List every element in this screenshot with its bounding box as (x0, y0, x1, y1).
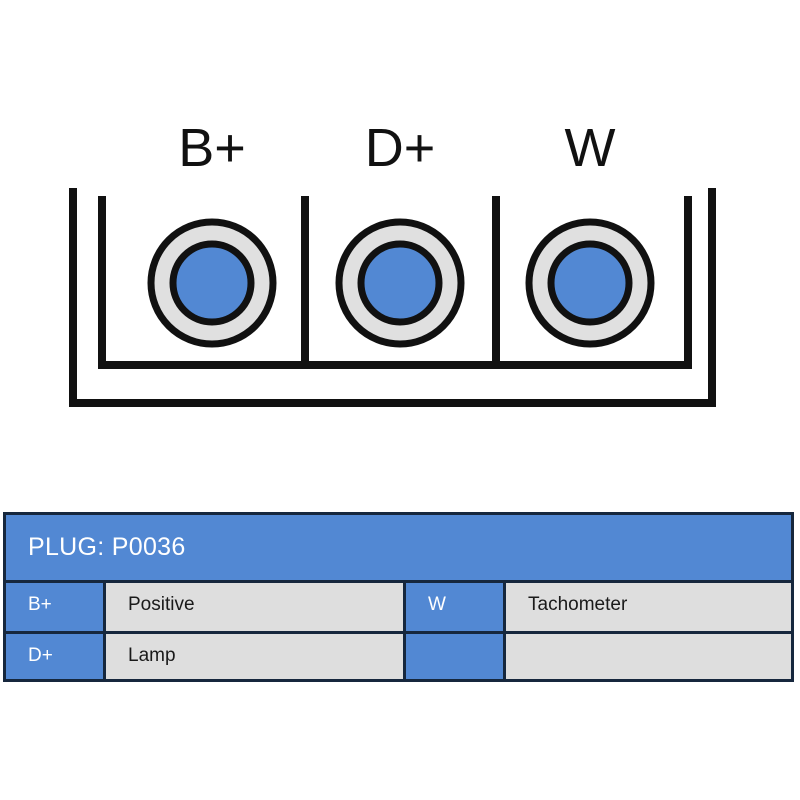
pin-label-row: B+ D+ W (0, 112, 800, 184)
pin-center-b-plus (169, 240, 255, 326)
pin-label-b-plus: B+ (178, 118, 246, 178)
pin-key-d-plus: D+ (6, 631, 103, 679)
pin-key-w: W (406, 583, 503, 631)
pin-center-w (547, 240, 633, 326)
table-row: B+ Positive W Tachometer (6, 583, 791, 631)
pin-key-empty (406, 631, 503, 679)
connector-housing-svg (69, 188, 716, 407)
pin-label-d-plus: D+ (364, 118, 436, 178)
pin-socket-d-plus (335, 218, 465, 348)
pin-socket-b-plus (147, 218, 277, 348)
pinout-table: PLUG: P0036 B+ Positive W Tachometer D+ … (3, 512, 794, 682)
pin-function-w: Tachometer (503, 583, 791, 631)
connector-diagram: B+ D+ W (0, 112, 800, 407)
inner-housing-shell (98, 196, 692, 369)
plug-header: PLUG: P0036 (6, 515, 791, 583)
pin-socket-w (525, 218, 655, 348)
table-row: D+ Lamp (6, 631, 791, 679)
outer-housing-shell (69, 188, 716, 407)
pin-function-b-plus: Positive (103, 583, 406, 631)
pin-label-w: W (564, 118, 616, 178)
pin-function-d-plus: Lamp (103, 631, 406, 679)
pin-center-d-plus (357, 240, 443, 326)
pin-function-empty (503, 631, 791, 679)
pin-key-b-plus: B+ (6, 583, 103, 631)
